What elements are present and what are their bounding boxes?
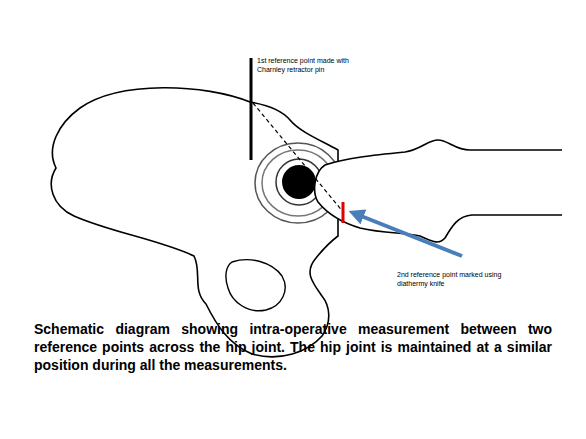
diathermy-mark [342, 202, 345, 223]
callout-label: 2nd reference point marked using diather… [397, 271, 519, 289]
femoral-head [282, 165, 316, 199]
obturator-foramen [226, 260, 285, 311]
figure-caption: Schematic diagram showing intra-operativ… [34, 320, 552, 375]
retractor-pin [250, 58, 253, 160]
callout-label: 1st reference point made with Charnley r… [257, 57, 365, 75]
pointer-arrow [356, 214, 462, 256]
femur-outline [315, 140, 562, 242]
measurement-line [253, 103, 344, 213]
